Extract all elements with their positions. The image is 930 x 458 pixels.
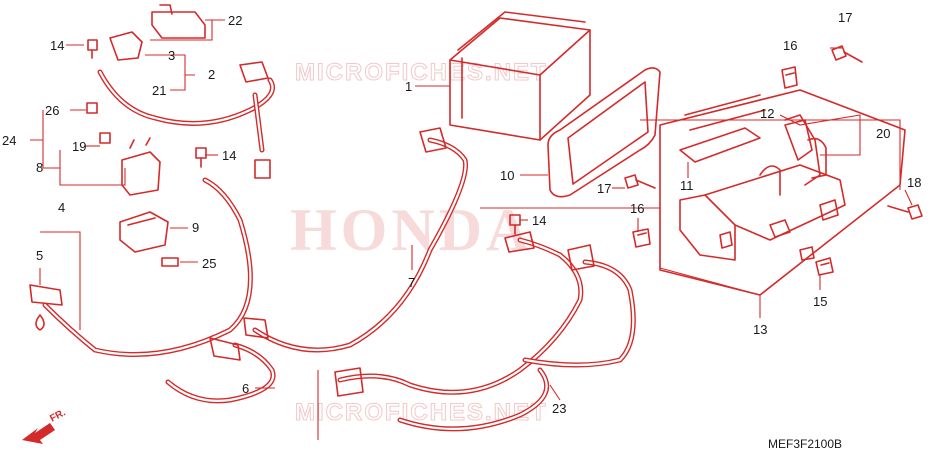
callout-16-upper: 16: [783, 38, 797, 53]
fuse-19-drawing: [99, 132, 111, 144]
bolt-17-upper-drawing: [831, 45, 863, 63]
clip-15-drawing: [815, 257, 834, 276]
cable-7-terminal-drawing: [419, 127, 447, 153]
relay-cover-9-drawing: [119, 211, 169, 253]
front-label: FR.: [48, 407, 68, 424]
cable-6-terminal-drawing: [209, 337, 241, 361]
callout-1: 1: [405, 79, 412, 94]
callout-16-lower: 16: [630, 201, 644, 216]
drawing-code: MEF3F2100B: [768, 437, 842, 451]
callout-17-lower: 17: [597, 181, 611, 196]
callout-25: 25: [202, 256, 216, 271]
callout-20: 20: [876, 126, 890, 141]
callout-15: 15: [813, 294, 827, 309]
terminal-cap-5-drawing: [29, 284, 63, 331]
watermark-site-top: MICROFICHES.NET: [295, 59, 548, 86]
callout-11: 11: [680, 178, 694, 193]
cable-23-terminal-drawing: [567, 244, 595, 271]
callout-13: 13: [753, 322, 767, 337]
callout-2: 2: [208, 67, 215, 82]
cable-4-drawing: [42, 177, 253, 357]
callout-7: 7: [408, 275, 415, 290]
callout-17-upper: 17: [838, 10, 852, 25]
callout-6: 6: [242, 381, 249, 396]
callout-24: 24: [2, 133, 16, 148]
bolt-14-center-drawing: [509, 214, 521, 235]
relay-cover-drawing: [151, 4, 206, 39]
fuse-box-clip-drawing: [784, 119, 827, 179]
callout-8: 8: [36, 160, 43, 175]
bolt-14-mid-drawing: [195, 147, 207, 168]
callout-14-upper: 14: [50, 38, 64, 53]
callout-10: 10: [500, 168, 514, 183]
front-arrow-icon: [22, 423, 55, 444]
group-outline-center: [480, 207, 661, 270]
callout-3: 3: [168, 48, 175, 63]
battery-drawing: [449, 11, 591, 141]
battery-band-drawing: [547, 67, 661, 198]
clip-16-lower-drawing: [632, 228, 651, 248]
rubber-sheet-drawing: [679, 127, 761, 163]
callout-5: 5: [36, 248, 43, 263]
callout-18: 18: [907, 175, 921, 190]
terminal-upper-right-drawing: [239, 61, 269, 83]
callout-19: 19: [72, 139, 86, 154]
callout-23: 23: [552, 401, 566, 416]
fuse-26-drawing: [86, 102, 98, 114]
leader-lines: [30, 19, 913, 401]
callout-26: 26: [45, 103, 59, 118]
clip-16-upper-drawing: [781, 66, 798, 89]
front-direction-indicator: FR.: [22, 407, 68, 444]
callout-9: 9: [192, 220, 199, 235]
callout-14-mid: 14: [222, 148, 236, 163]
callout-labels: 22 14 3 2 21 1 26 24 19 8 14 9 4 5 25 6 …: [2, 10, 921, 416]
callout-4: 4: [58, 200, 65, 215]
callout-12: 12: [760, 106, 774, 121]
terminal-cap-3-drawing: [109, 31, 143, 61]
bolt-14-upper-drawing: [87, 39, 98, 59]
group-outline-box: [640, 119, 901, 190]
fuse-25-drawing: [161, 257, 179, 267]
cable-23-ground-drawing: [504, 231, 535, 253]
battery-box-drawing: [659, 89, 906, 296]
cable-21-drawing: [97, 69, 275, 126]
bolt-17-lower-drawing: [624, 174, 656, 189]
callout-21: 21: [152, 83, 166, 98]
starter-relay-drawing: [121, 137, 161, 196]
watermark-site-bottom: MICROFICHES.NET: [295, 399, 548, 426]
callout-14-center: 14: [532, 213, 546, 228]
cable-23-end-drawing: [334, 367, 364, 397]
connector-drawing: [254, 159, 271, 179]
bolt-18-drawing: [887, 204, 923, 220]
cable-7-end-drawing: [243, 317, 269, 339]
callout-22: 22: [228, 13, 242, 28]
